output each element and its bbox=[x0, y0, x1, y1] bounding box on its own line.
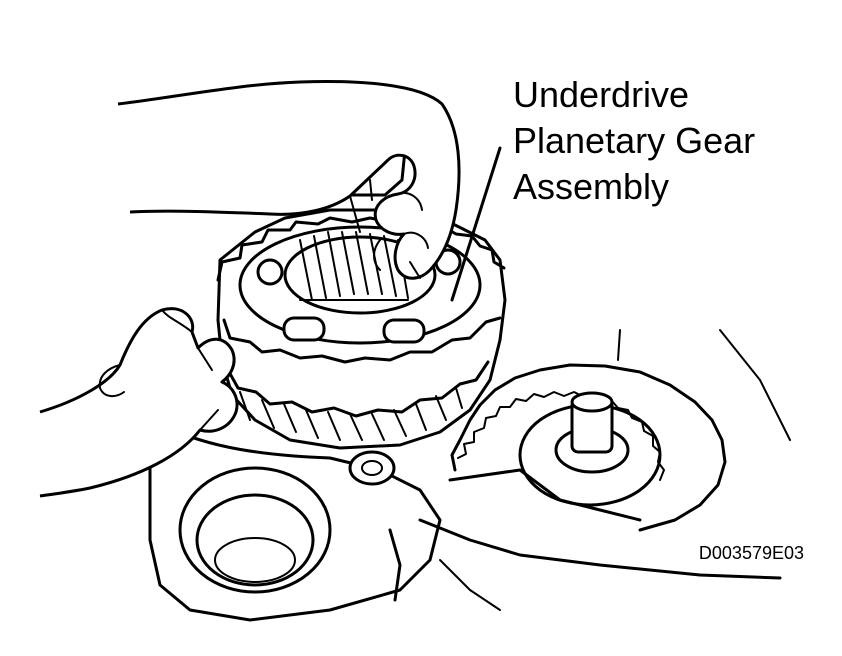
ring-gear bbox=[450, 363, 727, 532]
figure-id: D003579E03 bbox=[698, 543, 804, 563]
part-label-line-3: Assembly bbox=[513, 166, 670, 207]
leader-line bbox=[450, 146, 502, 302]
part-label-line-2: Planetary Gear bbox=[513, 120, 756, 161]
lower-hand bbox=[39, 307, 239, 498]
upper-hand bbox=[117, 80, 461, 280]
part-label-line-1: Underdrive bbox=[513, 74, 690, 115]
part-label: Underdrive Planetary Gear Assembly bbox=[513, 72, 755, 210]
planetary-gear-assembly bbox=[216, 208, 507, 450]
